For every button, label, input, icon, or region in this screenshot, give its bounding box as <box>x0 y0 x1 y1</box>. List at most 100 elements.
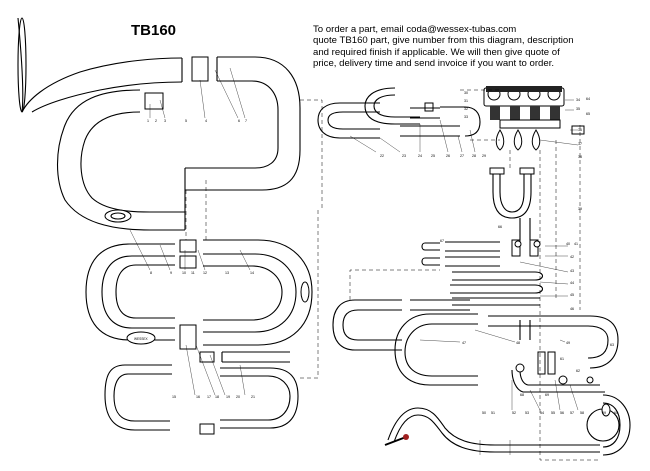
part-label: 25 <box>431 154 435 158</box>
ordering-instructions: To order a part, email coda@wessex-tubas… <box>313 24 648 70</box>
part-label: 63 <box>610 343 614 347</box>
part-label: 57 <box>570 411 574 415</box>
part-label: 4 <box>205 119 207 123</box>
part-label: 55 <box>551 411 555 415</box>
part-label: 43 <box>570 269 574 273</box>
part-label: 39 <box>578 207 582 211</box>
svg-text:WESSEX: WESSEX <box>134 337 149 341</box>
instruction-line: quote TB160 part, give number from this … <box>313 35 574 47</box>
part-label: 29 <box>482 154 486 158</box>
part-label: 27 <box>460 154 464 158</box>
part-label: 3 <box>164 119 166 123</box>
part-label: 50 <box>482 411 486 415</box>
part-label: 51 <box>491 411 495 415</box>
part-label: 68 <box>520 393 524 397</box>
part-label: 1 <box>147 119 149 123</box>
part-label: 35 <box>576 107 580 111</box>
small-ferrule-1 <box>199 351 215 363</box>
part-label: 34 <box>576 98 580 102</box>
bell-section <box>17 17 301 231</box>
part-label: 36 <box>578 128 582 132</box>
part-label: 14 <box>250 271 254 275</box>
small-ferrule-2 <box>199 423 215 435</box>
bell-guard-badge <box>104 209 132 223</box>
valve-paddle-2 <box>513 129 523 151</box>
loop-sleeve-lower <box>179 324 197 350</box>
part-label: 33 <box>464 115 468 119</box>
part-label: 69 <box>545 393 549 397</box>
part-label: 8 <box>150 271 152 275</box>
fine-leader-lines <box>129 67 579 411</box>
main-branch-assembly <box>332 299 619 393</box>
part-label: 22 <box>380 154 384 158</box>
loop-sleeve-upper <box>179 239 197 253</box>
part-label: 62 <box>576 369 580 373</box>
part-label: 18 <box>215 395 219 399</box>
part-label: 13 <box>225 271 229 275</box>
loop-guard-badge-left: WESSEX <box>126 331 156 345</box>
instruction-line: and required finish if applicable. We wi… <box>313 46 560 58</box>
part-label: 23 <box>402 154 406 158</box>
part-label: 21 <box>251 395 255 399</box>
part-label: 7 <box>245 119 247 123</box>
bell-ferrule <box>191 56 209 82</box>
part-label: 53 <box>525 411 529 415</box>
part-label: 47 <box>462 341 466 345</box>
part-label: 31 <box>464 99 468 103</box>
part-label: 26 <box>446 154 450 158</box>
part-label: 59 <box>602 411 606 415</box>
part-label: 9 <box>170 271 172 275</box>
part-label: 11 <box>191 271 195 275</box>
part-label: 28 <box>472 154 476 158</box>
part-label: 42 <box>570 255 574 259</box>
valve-cluster <box>483 86 585 151</box>
part-label: 38 <box>578 155 582 159</box>
leadpipe-assembly <box>384 394 631 456</box>
valve-paddle-3 <box>531 129 541 151</box>
part-label: 30 <box>464 91 468 95</box>
water-key <box>424 102 434 112</box>
instruction-line: To order a part, email coda@wessex-tubas… <box>313 24 517 35</box>
part-label: 5 <box>185 119 187 123</box>
part-label: 56 <box>560 411 564 415</box>
part-label: 64 <box>586 97 590 101</box>
part-label: 44 <box>570 281 574 285</box>
loop-guard-badge-right <box>300 281 310 303</box>
main-loop-assembly: WESSEX <box>85 239 313 435</box>
part-label: 61 <box>560 357 564 361</box>
part-label: 2 <box>155 119 157 123</box>
part-label: 60 <box>614 411 618 415</box>
upper-slide-assembly <box>317 87 481 139</box>
part-label: 45 <box>570 293 574 297</box>
slide-tubes <box>421 218 544 306</box>
model-title: TB160 <box>131 22 177 39</box>
part-label: 17 <box>207 395 211 399</box>
part-label: 15 <box>172 395 176 399</box>
part-label: 20 <box>236 395 240 399</box>
loop-sleeve-upper-2 <box>179 255 197 269</box>
part-label: 58 <box>580 411 584 415</box>
part-label: 46 <box>570 307 574 311</box>
part-label: 65 <box>586 112 590 116</box>
part-label: 24 <box>418 154 422 158</box>
dashed-leader-lines <box>185 89 600 461</box>
instruction-line: price, delivery time and send invoice if… <box>313 58 555 70</box>
bell-brace-block <box>144 92 164 110</box>
part-label: 41 <box>574 242 578 246</box>
part-label: 52 <box>512 411 516 415</box>
part-label: 40 <box>566 242 570 246</box>
part-label: 66 <box>498 225 502 229</box>
part-number-labels: 1 2 3 4 5 6 7 8 9 10 11 12 13 14 15 16 1… <box>147 91 618 415</box>
part-label: 32 <box>464 107 468 111</box>
part-label: 12 <box>203 271 207 275</box>
part-label: 54 <box>540 411 544 415</box>
part-label: 6 <box>238 119 240 123</box>
part-label: 10 <box>182 271 186 275</box>
part-label: 16 <box>196 395 200 399</box>
part-label: 67 <box>440 239 444 243</box>
part-label: 19 <box>226 395 230 399</box>
part-label: 37 <box>578 142 582 146</box>
part-label: 49 <box>566 341 570 345</box>
part-label: 48 <box>516 341 520 345</box>
